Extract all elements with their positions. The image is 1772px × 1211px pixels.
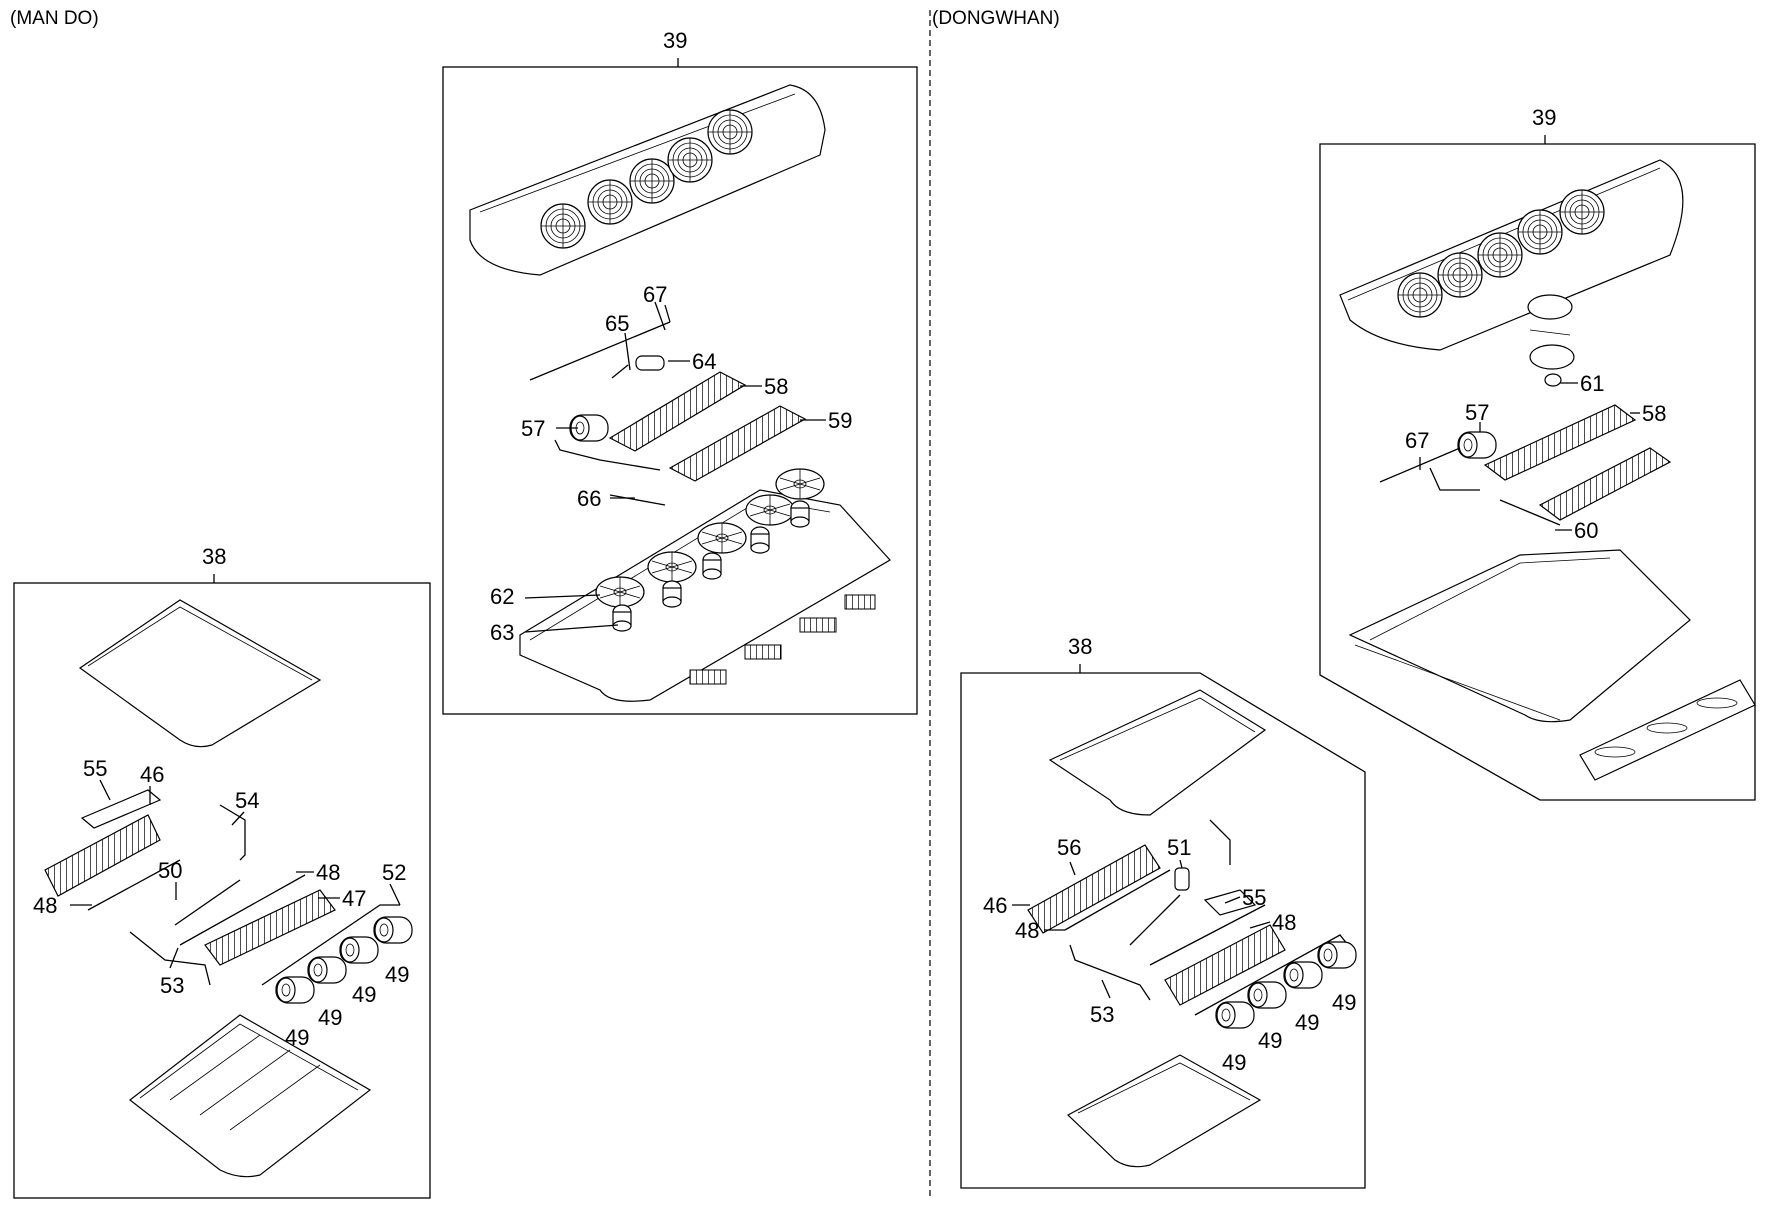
label-67: 67 bbox=[643, 282, 667, 307]
label-47: 47 bbox=[342, 886, 366, 911]
label-54: 54 bbox=[235, 788, 259, 813]
label-65: 65 bbox=[605, 311, 629, 336]
label-67r: 67 bbox=[1405, 428, 1429, 453]
label-62: 62 bbox=[490, 584, 514, 609]
label-49d: 49 bbox=[385, 962, 409, 987]
label-53: 53 bbox=[160, 973, 184, 998]
right-unit-38: 38 56 51 46 55 48 48 53 49 49 49 49 bbox=[960, 634, 1366, 1189]
label-63: 63 bbox=[490, 620, 514, 645]
label-49r1: 49 bbox=[1222, 1050, 1246, 1075]
label-53r: 53 bbox=[1090, 1002, 1114, 1027]
label-55: 55 bbox=[83, 756, 107, 781]
label-49b: 49 bbox=[318, 1005, 342, 1030]
label-46: 46 bbox=[140, 762, 164, 787]
right-39-frame bbox=[1319, 143, 1756, 801]
label-48a: 48 bbox=[33, 893, 57, 918]
left-39-frame bbox=[442, 66, 918, 715]
top-cover bbox=[78, 599, 322, 748]
label-49a: 49 bbox=[285, 1025, 309, 1050]
top-shell bbox=[1048, 689, 1267, 816]
left-38-title: 38 bbox=[202, 544, 226, 569]
left-38-frame bbox=[13, 582, 431, 1199]
label-58: 58 bbox=[764, 374, 788, 399]
bottom-tray bbox=[129, 1014, 372, 1178]
label-58r: 58 bbox=[1642, 401, 1666, 426]
left-39-title: 39 bbox=[663, 28, 687, 53]
label-57r: 57 bbox=[1465, 400, 1489, 425]
right-39-title: 39 bbox=[1532, 105, 1556, 130]
left-unit-39: 39 67 bbox=[442, 28, 918, 715]
label-50: 50 bbox=[158, 858, 182, 883]
label-66: 66 bbox=[577, 486, 601, 511]
header-mando: (MAN DO) bbox=[10, 8, 99, 29]
label-56: 56 bbox=[1057, 835, 1081, 860]
label-49r2: 49 bbox=[1258, 1028, 1282, 1053]
label-49c: 49 bbox=[352, 982, 376, 1007]
label-55r: 55 bbox=[1242, 885, 1266, 910]
right-38-frame bbox=[960, 672, 1366, 1189]
label-49r3: 49 bbox=[1295, 1010, 1319, 1035]
label-46r: 46 bbox=[983, 893, 1007, 918]
right-38-title: 38 bbox=[1068, 634, 1092, 659]
label-49r4: 49 bbox=[1332, 990, 1356, 1015]
right-unit-39: 39 61 57 58 67 60 bbox=[1319, 105, 1756, 801]
label-48r2: 48 bbox=[1015, 918, 1039, 943]
label-51: 51 bbox=[1167, 835, 1191, 860]
label-48b: 48 bbox=[316, 860, 340, 885]
label-52: 52 bbox=[382, 860, 406, 885]
left-unit-38: 38 55 46 54 48 50 48 52 47 bbox=[13, 544, 431, 1199]
label-60: 60 bbox=[1574, 518, 1598, 543]
label-48r1: 48 bbox=[1272, 910, 1296, 935]
base-shell bbox=[1348, 549, 1691, 723]
label-61: 61 bbox=[1580, 371, 1604, 396]
base-tray bbox=[519, 489, 891, 702]
label-59: 59 bbox=[828, 408, 852, 433]
label-57: 57 bbox=[521, 416, 545, 441]
bottom-shell bbox=[1066, 1054, 1262, 1168]
header-dongwhan: (DONGWHAN) bbox=[932, 8, 1060, 29]
label-64: 64 bbox=[692, 349, 716, 374]
